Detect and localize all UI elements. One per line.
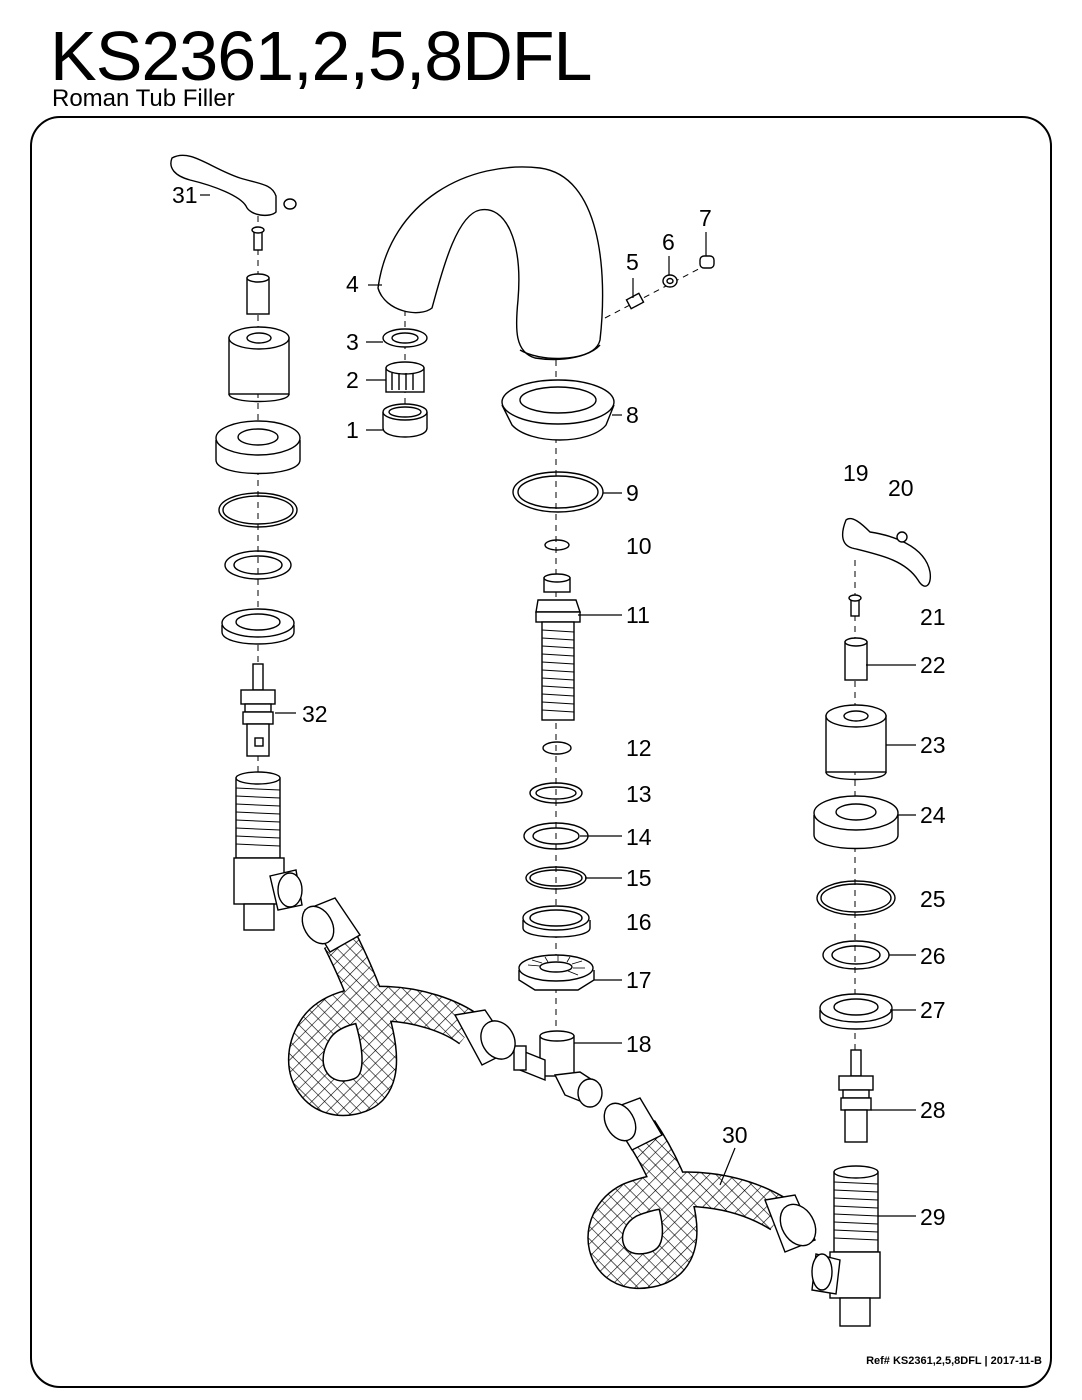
washer-13 [529, 782, 583, 804]
left-handle-31 [170, 154, 297, 217]
part-label-2: 2 [346, 367, 359, 393]
part-label-22: 22 [920, 652, 946, 678]
part-label-18: 18 [626, 1031, 652, 1057]
aerator-assembly [382, 328, 428, 438]
part-label-9: 9 [626, 480, 639, 506]
shank-11 [535, 573, 581, 721]
part-label-24: 24 [920, 802, 946, 828]
part-label-3: 3 [346, 329, 359, 355]
flange-left [215, 420, 301, 475]
part-label-5: 5 [626, 249, 639, 275]
reference-code: Ref# KS2361,2,5,8DFL | 2017-11-B [866, 1355, 1042, 1367]
spout-screw-parts [625, 255, 715, 310]
part-label-29: 29 [920, 1204, 946, 1230]
nut-27 [819, 993, 893, 1030]
part-label-19: 19 [843, 460, 869, 486]
part-label-17: 17 [626, 967, 652, 993]
part-label-8: 8 [626, 402, 639, 428]
washer-10 [544, 539, 570, 551]
tee-connector-18 [513, 1030, 603, 1108]
valve-body-29 [811, 1165, 881, 1327]
part-label-1: 1 [346, 417, 359, 443]
part-label-27: 27 [920, 997, 946, 1023]
part-label-16: 16 [626, 909, 652, 935]
part-label-31: 31 [172, 182, 198, 208]
part-label-25: 25 [920, 886, 946, 912]
diagram-frame [30, 116, 1052, 1388]
hose-left [287, 897, 516, 1117]
product-subtitle: Roman Tub Filler [52, 85, 235, 112]
part-label-4: 4 [346, 271, 359, 297]
nut-16 [522, 905, 591, 938]
flange-8 [501, 379, 615, 441]
part-label-13: 13 [626, 781, 652, 807]
adapter-22 [844, 637, 868, 681]
part-label-10: 10 [626, 533, 652, 559]
flange-24 [813, 795, 899, 850]
o-ring-9 [512, 471, 604, 513]
part-label-15: 15 [626, 865, 652, 891]
part-label-7: 7 [699, 205, 712, 231]
part-label-32: 32 [302, 701, 328, 727]
model-title: KS2361,2,5,8DFL [50, 17, 592, 95]
adapter-left [246, 273, 270, 315]
part-label-14: 14 [626, 824, 652, 850]
cartridge-32 [240, 663, 276, 757]
cartridge-28 [838, 1049, 874, 1143]
lock-nut-17 [518, 954, 595, 991]
o-ring-25 [816, 880, 896, 916]
escutcheon-left [228, 326, 290, 403]
nut-left [221, 608, 295, 645]
hose-right-30 [587, 1097, 817, 1290]
part-label-30: 30 [722, 1122, 748, 1148]
part-label-12: 12 [626, 735, 652, 761]
escutcheon-23 [825, 704, 887, 781]
part-label-28: 28 [920, 1097, 946, 1123]
part-label-20: 20 [888, 475, 914, 501]
valve-body-left [233, 771, 303, 931]
part-label-21: 21 [920, 604, 946, 630]
washer-12 [542, 741, 572, 755]
washer-26 [822, 940, 890, 970]
part-label-6: 6 [662, 229, 675, 255]
part-label-26: 26 [920, 943, 946, 969]
part-label-23: 23 [920, 732, 946, 758]
right-handle-19 [841, 517, 932, 587]
part-label-11: 11 [626, 602, 650, 628]
spout [377, 166, 604, 361]
